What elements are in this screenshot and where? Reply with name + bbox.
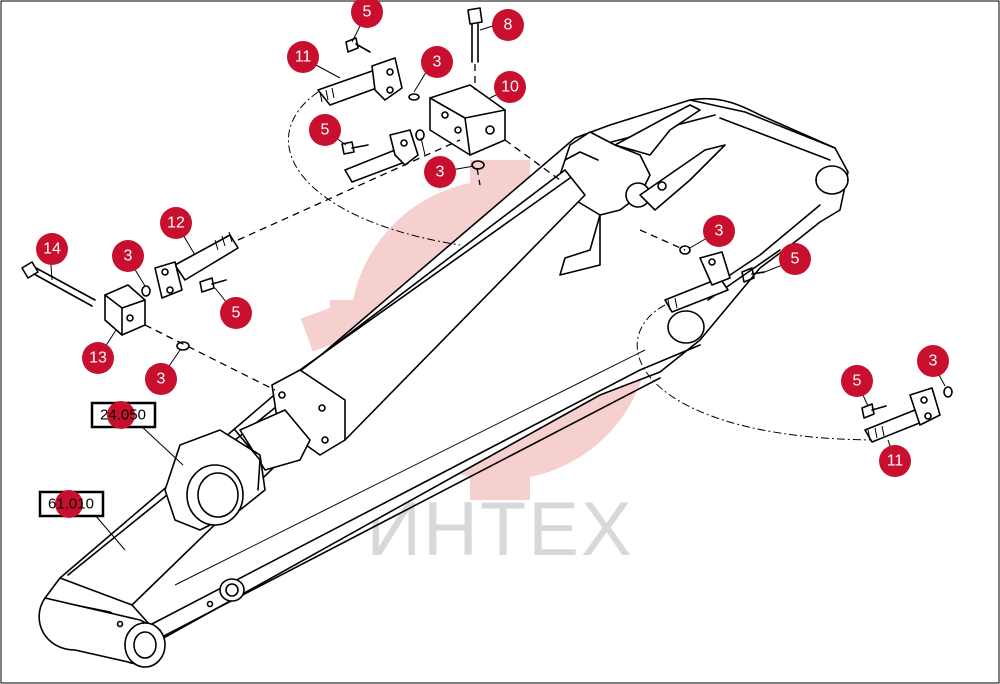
callout-label: 11 [295,49,312,66]
callout-label: 5 [321,122,330,139]
callout-item-3-mid[interactable]: 3 [424,156,456,188]
callout-label: 3 [715,223,724,240]
callout-label: 3 [436,164,445,181]
callout-label: 5 [232,305,241,322]
callout-item-5-top[interactable]: 5 [351,0,383,28]
hose-fittings [288,7,561,246]
callout-label: 10 [501,79,519,96]
callout-label: 3 [929,353,938,370]
callout-label: 5 [791,251,800,268]
callout-item-3-right[interactable]: 3 [703,215,735,247]
right-fittings [636,229,953,443]
callout-item-5-mid[interactable]: 5 [309,114,341,146]
callout-label: 5 [853,373,862,390]
callout-item-5-lower-right[interactable]: 5 [841,365,873,397]
callout-item-3-lower-left[interactable]: 3 [145,363,177,395]
callout-label: 3 [124,248,133,265]
callout-label: 5 [363,4,372,21]
callout-item-12[interactable]: 12 [160,207,192,239]
callout-item-11-lower-right[interactable]: 11 [879,445,911,477]
callout-label: 3 [157,371,166,388]
hydraulic-cylinder [164,169,586,531]
callout-item-5-left[interactable]: 5 [220,297,252,329]
callout-label: 3 [433,54,442,71]
ref-box-cylinder[interactable]: 24.050 [90,401,157,429]
callout-item-3-left[interactable]: 3 [112,240,144,272]
left-fittings [21,139,461,391]
callout-label: 11 [887,453,904,470]
callout-item-5-right[interactable]: 5 [779,243,811,275]
callout-label: 14 [43,241,61,258]
callout-item-11-top[interactable]: 11 [287,41,319,73]
ref-box-label: 61.010 [48,496,94,513]
callout-label: 8 [504,17,513,34]
callout-item-8[interactable]: 8 [492,9,524,41]
callout-item-13[interactable]: 13 [82,342,114,374]
ref-box-boom[interactable]: 61.010 [38,490,105,518]
callout-item-3-top[interactable]: 3 [421,46,453,78]
ref-box-label: 24.050 [100,407,146,424]
callout-item-10[interactable]: 10 [494,71,526,103]
callout-item-14[interactable]: 14 [36,233,68,265]
callout-item-3-lower-right[interactable]: 3 [917,345,949,377]
callout-label: 12 [167,215,185,232]
callout-label: 13 [89,350,107,367]
